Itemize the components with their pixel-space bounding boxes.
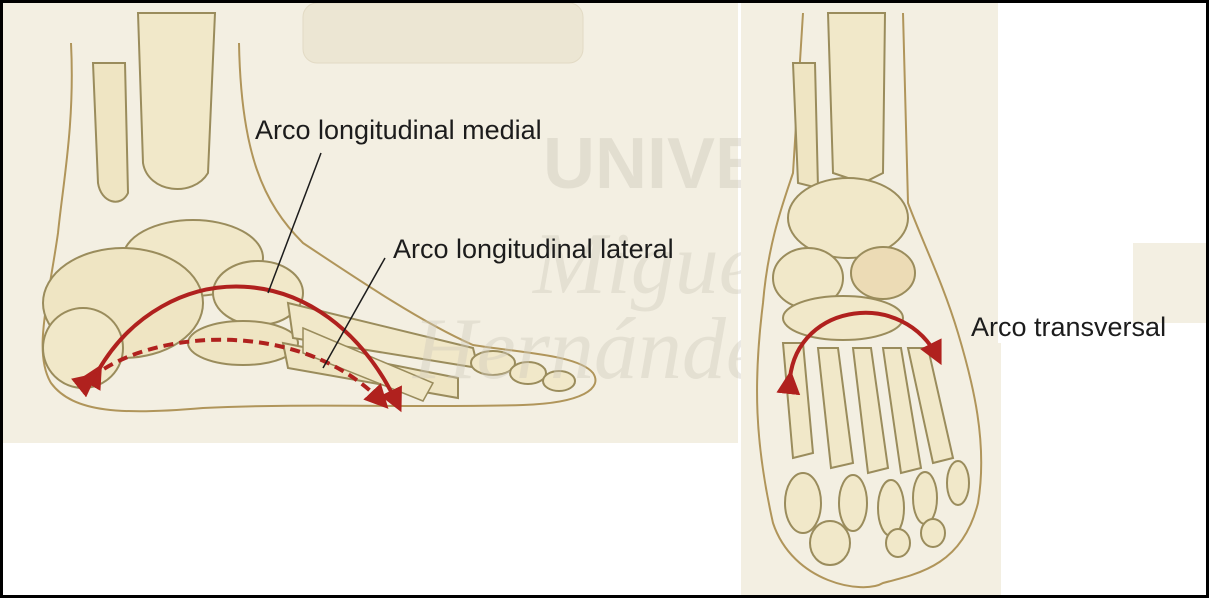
medial-arch-label: Arco longitudinal medial	[255, 115, 542, 145]
lateral-arch-label: Arco longitudinal lateral	[393, 234, 674, 264]
foot-arches-illustration: UNIVERSITAS Miguel Hernández Arco longit…	[3, 3, 1206, 595]
transverse-arch-label: Arco transversal	[971, 312, 1166, 342]
dorsal-view-panel	[741, 3, 1206, 595]
